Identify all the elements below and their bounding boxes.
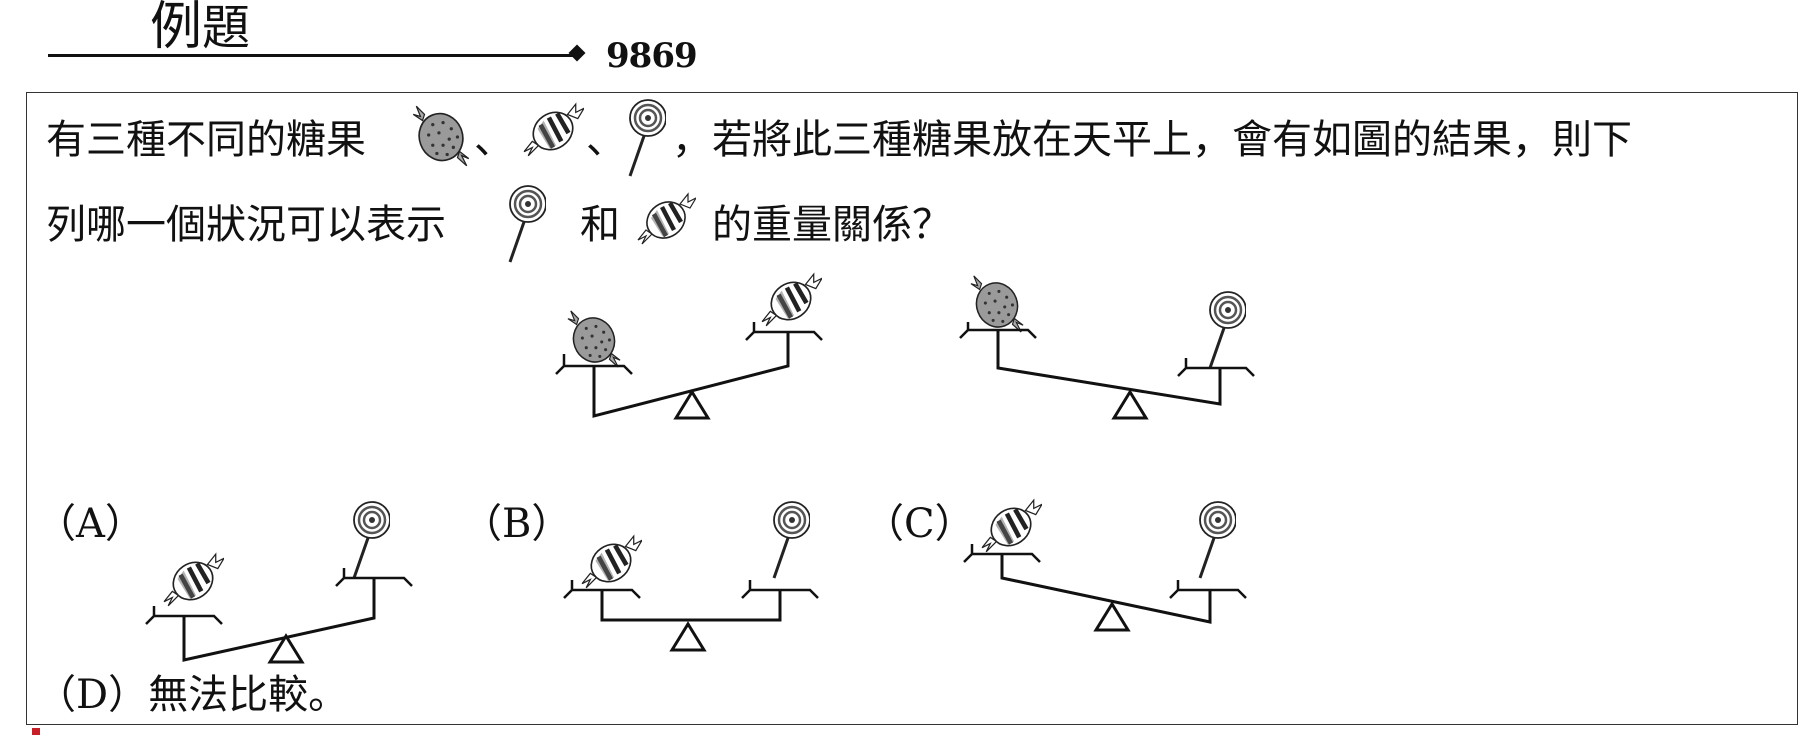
lollipop-icon	[626, 96, 666, 180]
example-heading: 例題	[150, 0, 250, 55]
given-balance-1	[555, 270, 823, 420]
striped-candy-icon	[636, 190, 696, 250]
question-box	[26, 92, 1798, 725]
given-balance-2	[959, 275, 1255, 420]
option-b-label[interactable]: （B）	[462, 501, 572, 547]
option-d-label[interactable]: （D）無法比較。	[36, 672, 349, 718]
question-text-part2: ，若將此三種糖果放在天平上，會有如圖的結果，則下	[672, 117, 1632, 163]
question-text-part4: 和	[580, 202, 620, 248]
option-c-balance[interactable]	[960, 490, 1250, 660]
separator-2: 、	[586, 117, 626, 163]
heading-char-1: 例	[150, 0, 203, 57]
option-c-label[interactable]: （C）	[864, 501, 975, 547]
page-corner-mark	[32, 728, 40, 735]
option-b-balance[interactable]	[560, 490, 840, 660]
option-a-balance[interactable]	[140, 490, 430, 670]
round-candy-icon	[410, 100, 472, 172]
striped-candy-icon	[522, 100, 584, 162]
separator-1: 、	[474, 117, 514, 163]
heading-char-2: 題	[202, 0, 251, 56]
question-number: 9869	[606, 36, 698, 76]
question-text-part1: 有三種不同的糖果	[46, 117, 366, 163]
heading-rule	[48, 54, 576, 57]
lollipop-icon	[506, 182, 546, 266]
question-text-line-1: 有三種不同的糖果	[46, 116, 366, 164]
diamond-icon	[568, 44, 586, 62]
option-a-label[interactable]: （A）	[36, 501, 145, 547]
question-text-part5: 的重量關係？	[712, 202, 952, 248]
question-text-part3: 列哪一個狀況可以表示	[46, 202, 446, 248]
